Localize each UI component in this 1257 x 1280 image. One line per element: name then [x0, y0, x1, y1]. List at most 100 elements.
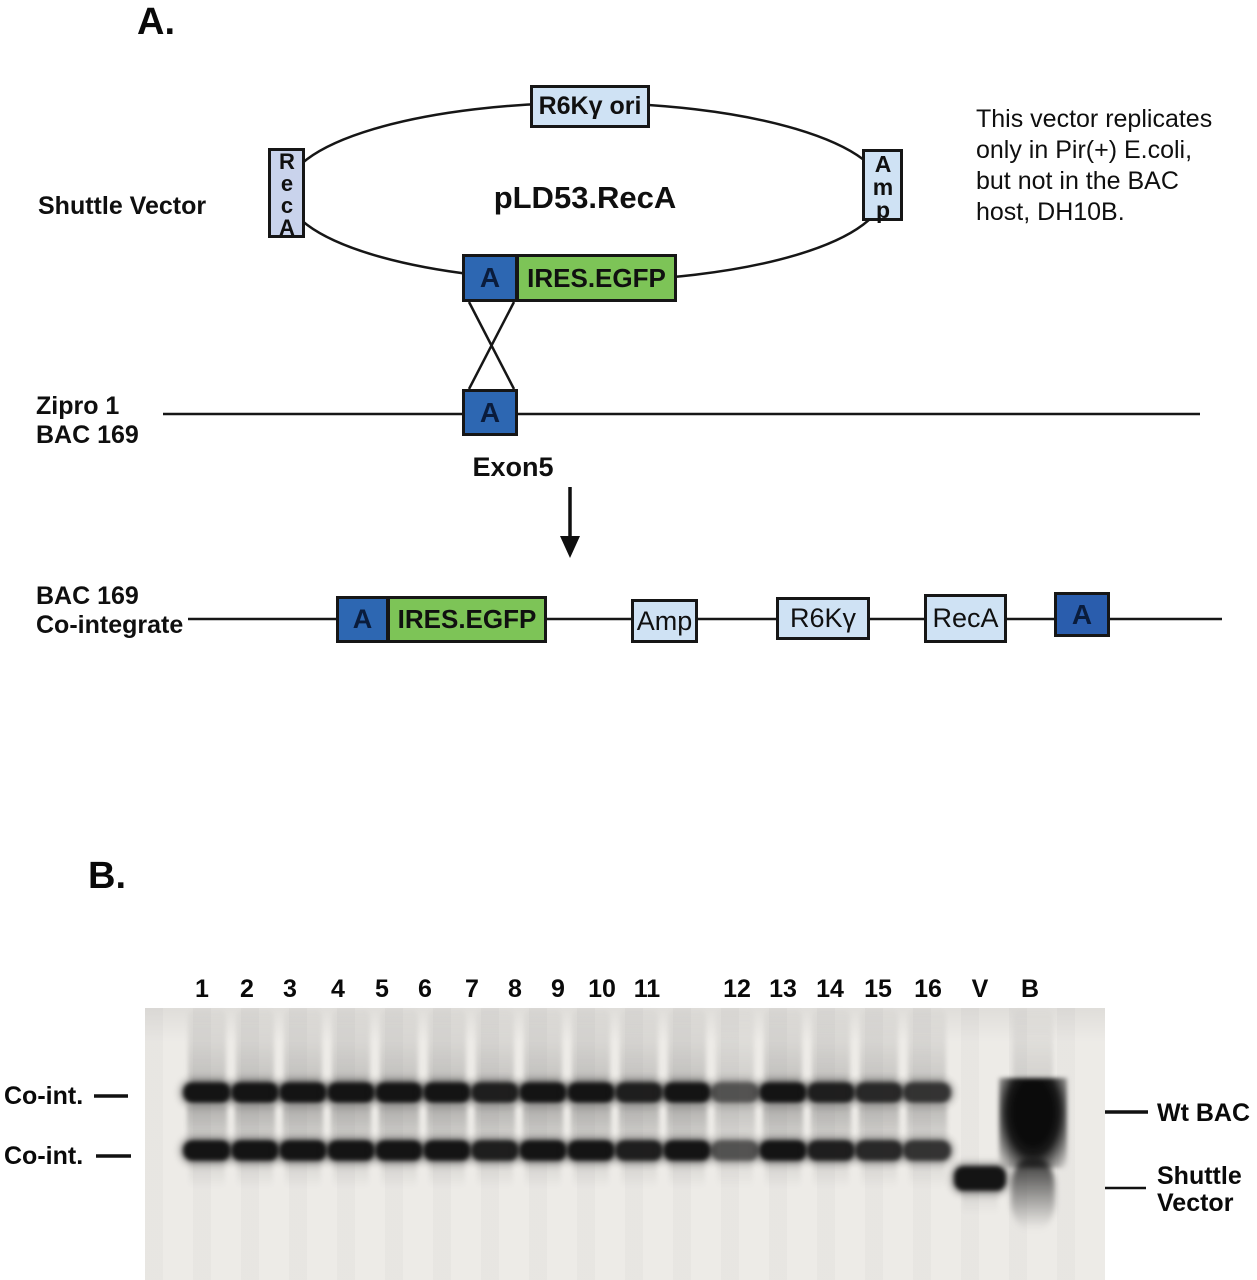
lane-tail-smear	[285, 1162, 321, 1188]
co-integrate-band-lower	[615, 1140, 663, 1161]
gel-lane-label: 15	[864, 975, 892, 1003]
co-integrate-band-lower	[807, 1140, 855, 1161]
lane-mid-smear	[763, 1105, 803, 1139]
co-int-marker-lower: Co-int.	[4, 1142, 84, 1170]
shuttle-vector-marker: Shuttle Vector	[1157, 1163, 1242, 1217]
cointegrate-a-box-2: A	[1054, 592, 1110, 637]
lane-mid-smear	[283, 1105, 323, 1139]
wt-bac-blob-tail	[1011, 1158, 1055, 1230]
shuttle-vector-marker-line1: Shuttle	[1157, 1162, 1242, 1190]
vector-note-line3: but not in the BAC	[976, 167, 1179, 195]
co-integrate-band-lower	[279, 1140, 327, 1161]
homology-a-box-bac: A	[462, 389, 518, 436]
lane-top-smear	[572, 1010, 610, 1082]
lane-tail-smear	[333, 1162, 369, 1188]
co-integrate-band-lower	[471, 1140, 519, 1161]
amp-box-plasmid-label: Amp	[870, 150, 896, 220]
cointegrate-ires-egfp-box: IRES.EGFP	[387, 596, 547, 643]
panel-b-label: B.	[88, 855, 126, 897]
lane-tail-smear	[573, 1162, 609, 1188]
r6k-ori-box: R6Kγ ori	[530, 85, 650, 128]
co-integrate-band-upper	[423, 1082, 471, 1103]
lane-mid-smear	[331, 1105, 371, 1139]
co-integrate-band-upper	[279, 1082, 327, 1103]
crossover-line-1	[467, 301, 516, 390]
co-integrate-band-upper	[903, 1082, 951, 1103]
co-integrate-band-lower	[231, 1140, 279, 1161]
lane-top-smear	[332, 1010, 370, 1082]
co-integrate-band-upper	[327, 1082, 375, 1103]
lane-tail-smear	[962, 1192, 998, 1214]
lane-mid-smear	[619, 1105, 659, 1139]
gel-lane-label: 10	[588, 975, 616, 1003]
lane-tail-smear	[861, 1162, 897, 1188]
lane-top-smear	[188, 1010, 226, 1082]
lane-tail-smear	[669, 1162, 705, 1188]
lane-top-smear	[716, 1010, 754, 1082]
co-integrate-band-upper	[615, 1082, 663, 1103]
wt-bac-marker: Wt BAC	[1157, 1099, 1251, 1127]
gel-lane-label: 12	[723, 975, 751, 1003]
lane-mid-smear	[475, 1105, 515, 1139]
co-integrate-band-lower	[327, 1140, 375, 1161]
co-integrate-band-upper	[471, 1082, 519, 1103]
lane-top-smear	[620, 1010, 658, 1082]
shuttle-vector-label: Shuttle Vector	[38, 192, 207, 220]
co-integrate-band-lower	[423, 1140, 471, 1161]
co-int-marker-upper: Co-int.	[4, 1082, 84, 1110]
lane-mid-smear	[715, 1105, 755, 1139]
lane-tail-smear	[765, 1162, 801, 1188]
zipro-label-line2: BAC 169	[36, 421, 139, 449]
lane-tail-smear	[621, 1162, 657, 1188]
co-integrate-band-upper	[759, 1082, 807, 1103]
lane-top-smear	[668, 1010, 706, 1082]
co-integrate-band-lower	[183, 1140, 231, 1161]
gel-lane-label: V	[971, 975, 989, 1003]
reca-box-plasmid: RecA	[268, 148, 305, 238]
lane-top-smear	[524, 1010, 562, 1082]
co-integrate-band-upper	[183, 1082, 231, 1103]
gel-lane-label: 8	[508, 975, 522, 1003]
lane-tail-smear	[429, 1162, 465, 1188]
co-integrate-band-lower	[567, 1140, 615, 1161]
gel-lane-label: 13	[769, 975, 797, 1003]
co-integrate-band-lower	[759, 1140, 807, 1161]
lane-mid-smear	[427, 1105, 467, 1139]
gel-lane-label: 7	[465, 975, 479, 1003]
gel-lane-label: 2	[240, 975, 254, 1003]
gel-lane-label: 3	[283, 975, 297, 1003]
lane-tail-smear	[381, 1162, 417, 1188]
co-integrate-band-upper	[807, 1082, 855, 1103]
shuttle-vector-band	[954, 1166, 1006, 1191]
gel-lane-label: 6	[418, 975, 432, 1003]
lane-top-smear	[380, 1010, 418, 1082]
co-integrate-band-lower	[855, 1140, 903, 1161]
lane-mid-smear	[907, 1105, 947, 1139]
lane-top-smear	[860, 1010, 898, 1082]
lane-tail-smear	[477, 1162, 513, 1188]
panel-a-label: A.	[137, 1, 175, 43]
cointegrate-amp-box: Amp	[631, 599, 698, 643]
co-integrate-band-upper	[375, 1082, 423, 1103]
lane-tail-smear	[813, 1162, 849, 1188]
reca-box-plasmid-label: RecA	[274, 149, 300, 237]
vector-note-line2: only in Pir(+) E.coli,	[976, 136, 1193, 164]
lane-tail-smear	[189, 1162, 225, 1188]
co-integrate-band-upper	[567, 1082, 615, 1103]
amp-box-plasmid: Amp	[862, 149, 903, 221]
crossover-line-2	[467, 301, 516, 390]
vector-note-line4: host, DH10B.	[976, 198, 1125, 226]
exon5-label: Exon5	[472, 452, 554, 482]
cointegrate-label: BAC 169 Co-integrate	[36, 582, 183, 640]
co-integrate-band-lower	[903, 1140, 951, 1161]
cointegrate-reca-box: RecA	[924, 594, 1007, 643]
lane-mid-smear	[187, 1105, 227, 1139]
lane-mid-smear	[523, 1105, 563, 1139]
lane-top-smear	[908, 1010, 946, 1082]
co-integrate-band-lower	[375, 1140, 423, 1161]
cointegrate-label-line1: BAC 169	[36, 582, 139, 610]
vector-note-line1: This vector replicates	[976, 105, 1213, 133]
recombination-arrow-head	[560, 536, 580, 558]
